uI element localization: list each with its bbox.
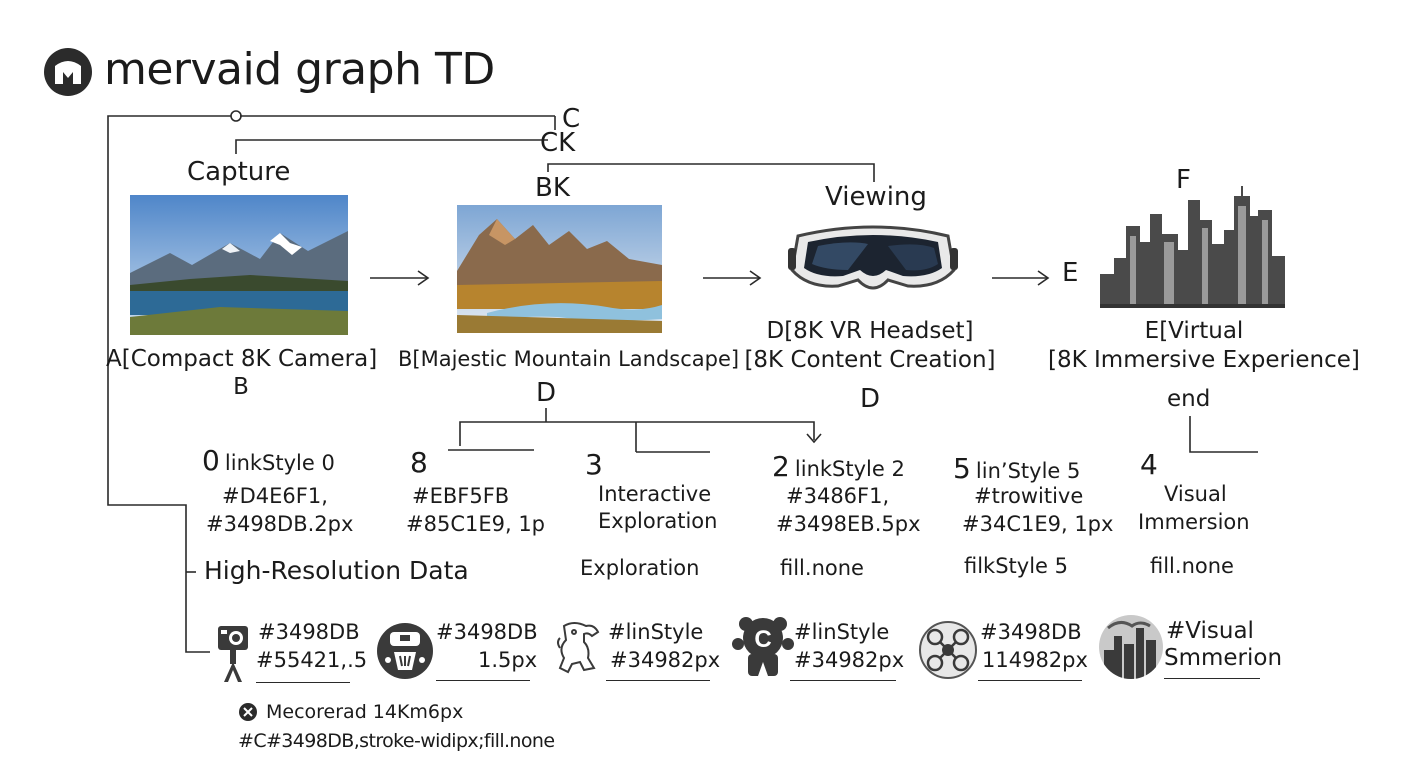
- style-0-line2: #3498DB.2px: [206, 512, 354, 536]
- footer-line2: #C#3498DB,stroke-widipx;fill.none: [238, 730, 555, 752]
- style-1-line2: #85C1E9, 1p: [406, 512, 546, 536]
- icon-2-underline: [606, 680, 710, 681]
- style-5-line1: Visual: [1164, 482, 1227, 506]
- left-bracket-line: [107, 115, 236, 653]
- mountain-landscape-image: [457, 205, 662, 333]
- label-e: E: [1062, 258, 1079, 288]
- icon-5-underline: [1164, 678, 1260, 679]
- style-col-3-heading: 2 linkStyle 2: [772, 450, 905, 483]
- icon-1-line1: #3498DB: [436, 620, 538, 644]
- style-4-line3: filkStyle 5: [964, 554, 1069, 578]
- icon-3-underline: [790, 680, 896, 681]
- style-4-line2: #34C1E9, 1px: [962, 512, 1114, 536]
- node-e-sublabel: [8K Immersive Experience]: [1048, 347, 1360, 373]
- style-5-line3: fill.none: [1150, 554, 1234, 578]
- badge-icon: [377, 623, 433, 679]
- label-ck: CK: [540, 128, 576, 158]
- label-c: C: [562, 104, 581, 134]
- label-viewing: Viewing: [825, 182, 927, 212]
- style-3-number: 2: [772, 450, 790, 483]
- action-camera-icon: [218, 626, 248, 682]
- close-circle-icon: [239, 703, 257, 721]
- icon-5-line2: Smmerion: [1164, 645, 1283, 671]
- dog-icon: [557, 622, 600, 674]
- style-1-line1: #EBF5FB: [412, 484, 510, 508]
- label-d-right: D: [860, 384, 881, 414]
- label-bk: BK: [535, 173, 570, 203]
- node-e-label: E[Virtual: [1144, 318, 1244, 344]
- style-5-line2: Immersion: [1138, 510, 1250, 534]
- style-1-number: 8: [410, 446, 428, 479]
- camera-landscape-image: [130, 195, 348, 335]
- drone-icon: [919, 621, 977, 679]
- icon-5-line1: #Visual: [1166, 618, 1254, 644]
- page-title: mervaid graph TD: [104, 44, 495, 95]
- arrow-a-b: [370, 270, 430, 286]
- style-2-line1: Interactive: [598, 482, 712, 506]
- style-4-number: 5: [953, 452, 971, 485]
- icon-0-underline: [256, 682, 350, 683]
- svg-text:C: C: [754, 626, 771, 653]
- vr-headset-image: [788, 225, 958, 290]
- style-3-line2: #3498EB.5px: [776, 512, 921, 536]
- node-a-sublabel: B: [233, 374, 249, 400]
- style-5-number: 4: [1140, 448, 1158, 481]
- style-col-4-heading: 5 lin’Style 5: [953, 452, 1080, 485]
- style-3-line1: #3486F1,: [786, 484, 890, 508]
- style-3-head: linkStyle 2: [794, 457, 905, 481]
- style-2-line2: Exploration: [598, 509, 718, 533]
- icon-1-underline: [436, 680, 530, 681]
- style-4-head: lin’Style 5: [975, 459, 1081, 483]
- footer-line1: Mecorerad 14Km6px: [266, 701, 464, 723]
- city-icon: [1099, 615, 1163, 679]
- icon-4-line2: 114982px: [982, 648, 1088, 672]
- mermaid-logo-icon: [44, 48, 92, 96]
- arrow-b-c: [703, 270, 762, 286]
- style-0-line1: #D4E6F1,: [222, 484, 328, 508]
- icon-2-line2: #34982px: [610, 648, 721, 672]
- style-4-line1: #trowitive: [974, 484, 1084, 508]
- icon-2-line1: #linStyle: [608, 620, 704, 644]
- icon-3-line2: #34982px: [794, 648, 905, 672]
- label-end: end: [1167, 386, 1211, 412]
- label-d-left: D: [536, 378, 557, 408]
- icon-4-line1: #3498DB: [980, 620, 1082, 644]
- style-0-line3: High-Resolution Data: [204, 556, 469, 585]
- style-0-number: 0: [202, 444, 220, 477]
- icon-4-underline: [978, 680, 1082, 681]
- city-skyline-image: [1100, 186, 1285, 308]
- junction-dot: [230, 110, 242, 122]
- style-2-line3: Exploration: [580, 556, 700, 580]
- icon-0-line2: #55421,.5: [256, 648, 368, 672]
- label-f: F: [1176, 165, 1191, 195]
- icon-0-line1: #3498DB: [258, 620, 360, 644]
- style-2-number: 3: [585, 448, 603, 481]
- style-3-line3: fill.none: [780, 556, 864, 580]
- label-capture: Capture: [187, 157, 291, 187]
- c-figure-icon: C: [732, 617, 794, 676]
- arrow-c-e: [992, 270, 1050, 286]
- node-c-label: D[8K VR Headset]: [766, 318, 974, 344]
- icon-3-line1: #linStyle: [794, 620, 890, 644]
- style-col-0-heading: 0 linkStyle 0: [202, 444, 335, 477]
- style-0-head: linkStyle 0: [224, 451, 335, 475]
- node-a-label: A[Compact 8K Camera]: [106, 346, 378, 372]
- node-c-sublabel: [8K Content Creation]: [744, 347, 996, 373]
- node-b-label: B[Majestic Mountain Landscape]: [398, 347, 740, 371]
- icon-1-line2: 1.5px: [478, 648, 538, 672]
